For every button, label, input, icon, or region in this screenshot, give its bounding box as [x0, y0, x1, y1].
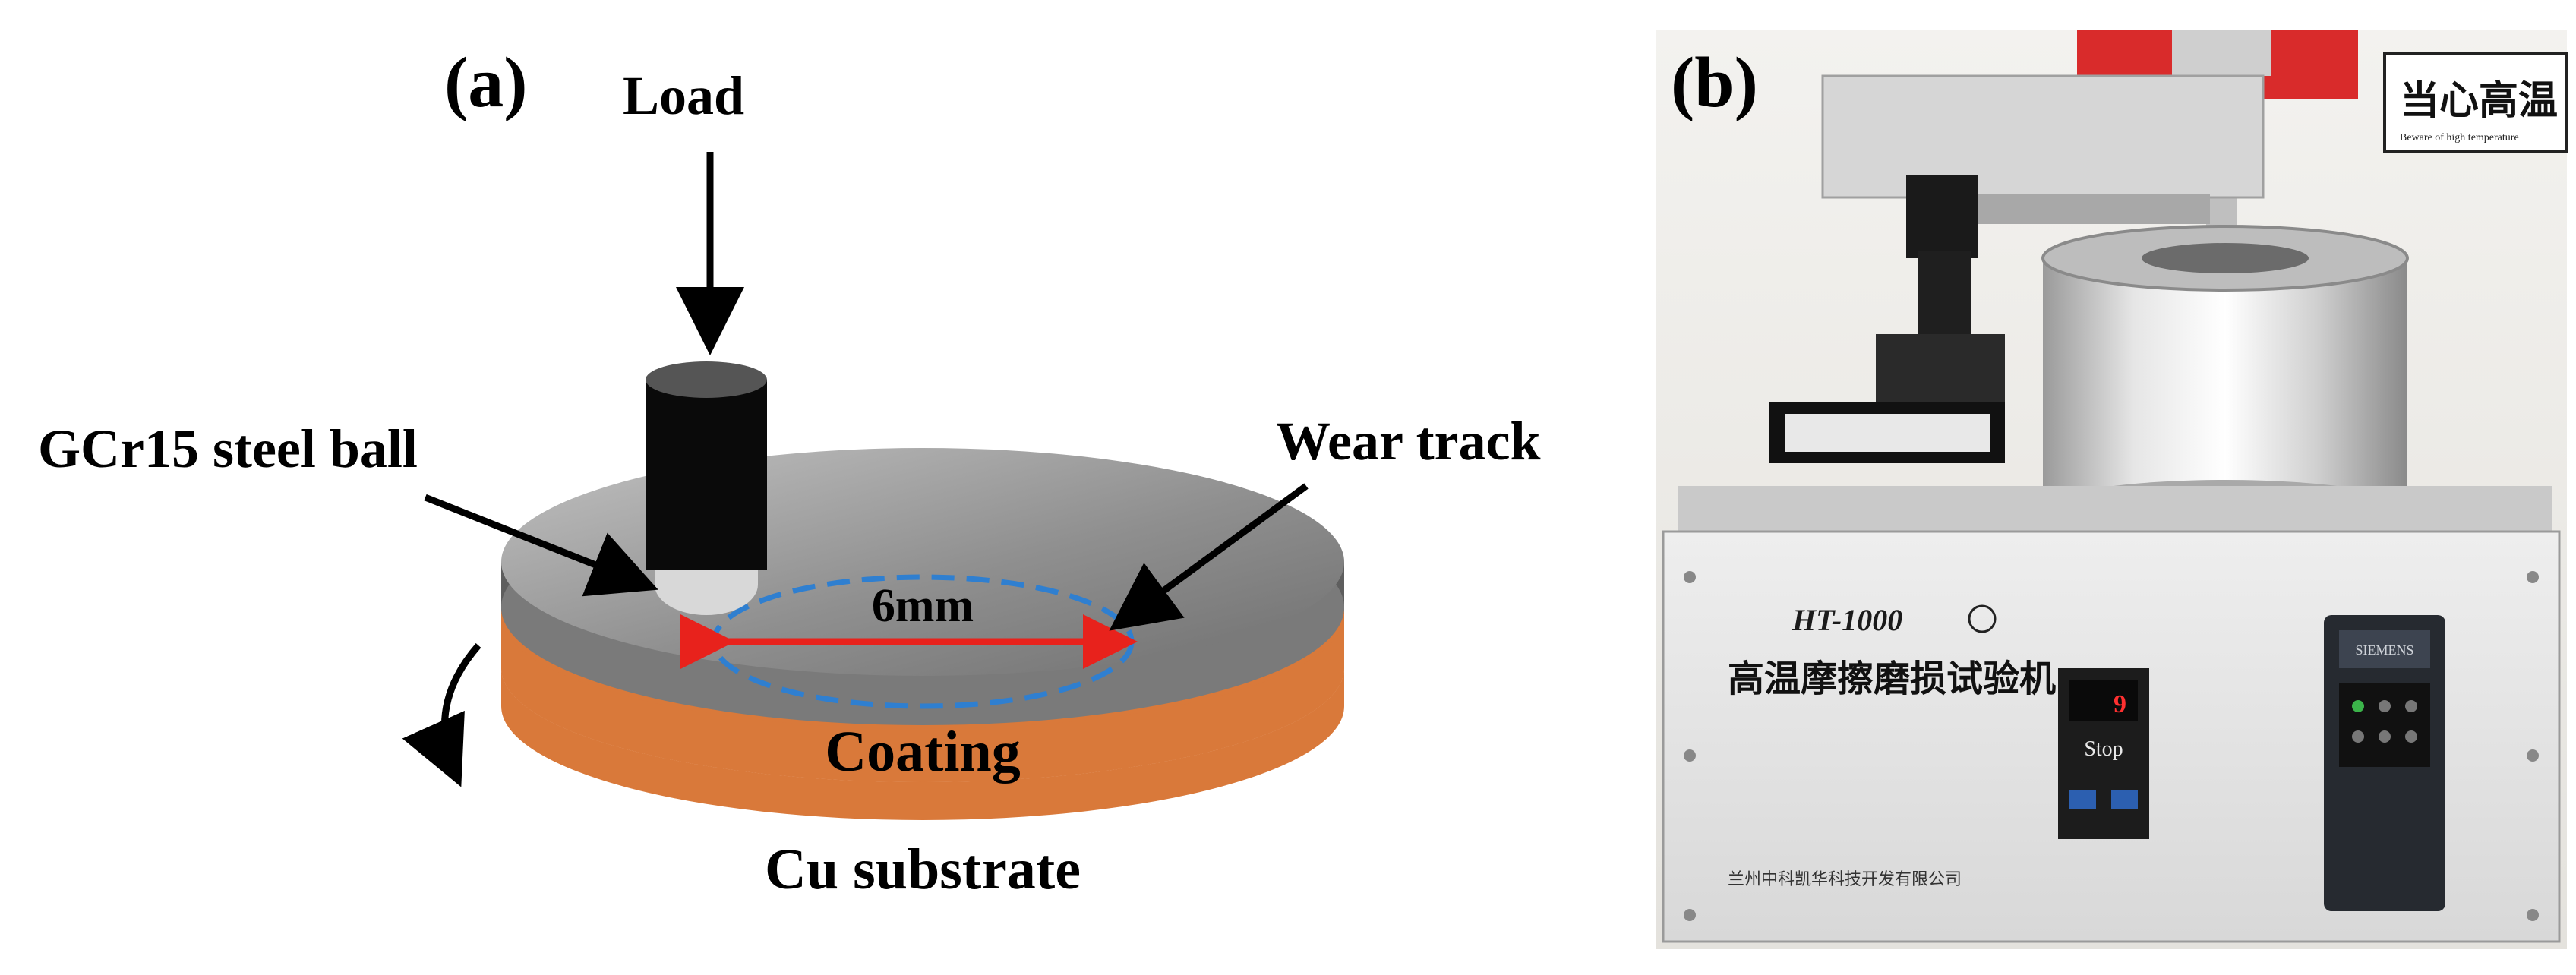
substrate-label: Cu substrate: [765, 838, 1081, 901]
controller-button-down: [2111, 790, 2138, 809]
wear-track-pointer-arrow: [1109, 483, 1309, 631]
steel-ball: [655, 570, 758, 615]
controller-button-up: [2069, 790, 2096, 809]
ball-label: GCr15 steel ball: [38, 418, 418, 479]
machine-title: 高温摩擦磨损试验机: [1728, 659, 2056, 699]
inverter-brand: SIEMENS: [2355, 642, 2413, 658]
panel-b-label: (b): [1671, 43, 1758, 122]
model-label: HT-1000: [1792, 603, 1902, 637]
controller-display: Stop: [2084, 737, 2123, 761]
loading-arm: [1821, 74, 2265, 199]
panel-b: 当心高温 Beware of high temperature HT-1000 …: [1656, 30, 2568, 949]
furnace-cylinder: [2043, 258, 2407, 509]
panel-a: (a) Load 6mm GCr15 steel ball Wear track…: [38, 43, 1541, 901]
coating-label: Coating: [825, 720, 1021, 784]
controller-digits: 9: [2114, 690, 2126, 718]
brand-logo: [1968, 604, 1997, 633]
warning-sign: [2383, 52, 2568, 153]
load-label: Load: [623, 65, 744, 126]
rotation-arrow: [402, 643, 481, 787]
pin-holder: [646, 380, 767, 570]
diameter-label: 6mm: [872, 580, 974, 632]
panel-a-label: (a): [444, 43, 528, 122]
cu-substrate-layer: [501, 668, 1344, 820]
warning-sign-text: 当心高温: [2400, 79, 2558, 123]
ball-pointer-arrow: [424, 494, 658, 597]
manufacturer-label: 兰州中科凯华科技开发有限公司: [1728, 869, 1962, 888]
wear-track-label: Wear track: [1276, 411, 1541, 472]
pin-top: [646, 361, 767, 398]
warning-sign-en: Beware of high temperature: [2400, 132, 2519, 144]
